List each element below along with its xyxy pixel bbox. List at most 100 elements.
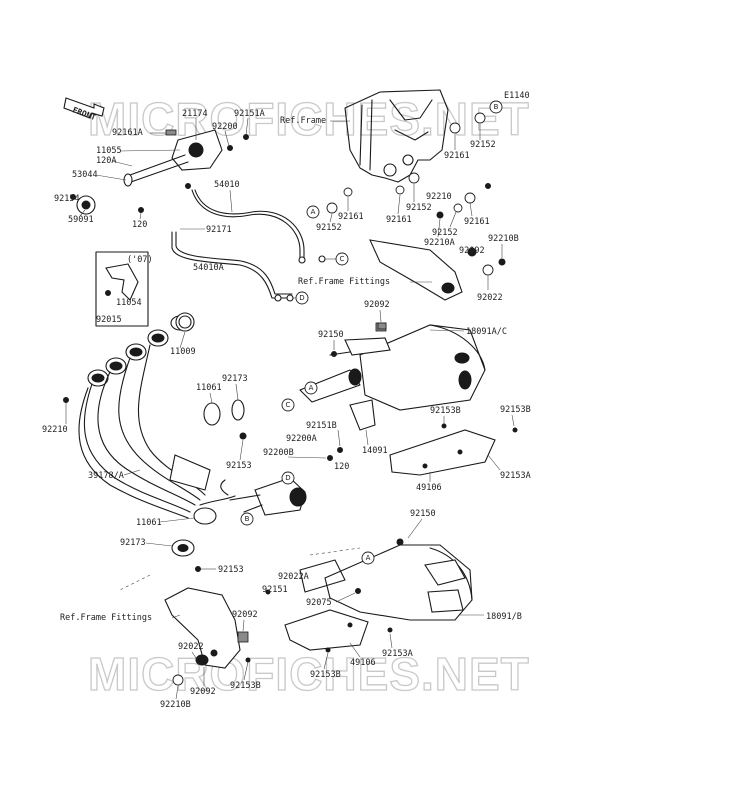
label-120-mid: 120 bbox=[334, 462, 349, 472]
label-11055: 11055 bbox=[96, 146, 122, 156]
frame-section bbox=[344, 89, 449, 183]
label-92153-mid: 92153 bbox=[226, 461, 252, 471]
svg-text:A: A bbox=[309, 384, 314, 392]
label-92210-r: 92210 bbox=[426, 192, 452, 202]
label-92092-b: 92092 bbox=[364, 300, 390, 310]
label-49106-b: 49106 bbox=[350, 658, 376, 668]
callout-b-2: B bbox=[240, 512, 254, 526]
label-92152-b: 92152 bbox=[406, 203, 432, 213]
muffler-lower bbox=[324, 544, 473, 621]
label-92210a: 92210A bbox=[424, 238, 455, 248]
label-14091: 14091 bbox=[362, 446, 388, 456]
mid-joint bbox=[203, 399, 247, 440]
ref-frame-label: Ref.Frame bbox=[280, 116, 326, 126]
bracket-07-box bbox=[95, 251, 149, 327]
label-92151a-top: 92151A bbox=[234, 109, 265, 119]
svg-text:D: D bbox=[285, 474, 290, 482]
svg-text:A: A bbox=[366, 554, 371, 562]
cable-54010 bbox=[191, 189, 301, 259]
label-92015: 92015 bbox=[96, 315, 122, 325]
label-11054: 11054 bbox=[116, 298, 142, 308]
label-54010: 54010 bbox=[214, 180, 240, 190]
bracket-07-note: ('07) bbox=[127, 255, 153, 265]
label-120-left: 120 bbox=[132, 220, 147, 230]
label-92150-b: 92150 bbox=[410, 509, 436, 519]
label-11009: 11009 bbox=[170, 347, 196, 357]
callout-c-1: C bbox=[335, 252, 349, 266]
label-92161-b: 92161 bbox=[386, 215, 412, 225]
label-92161-c: 92161 bbox=[464, 217, 490, 227]
label-92200a: 92200A bbox=[286, 434, 317, 444]
watermark-bottom: MICROFICHES.NET bbox=[88, 648, 530, 700]
callout-b-1: B bbox=[489, 100, 503, 114]
label-92200: 92200 bbox=[212, 122, 238, 132]
exhaust-header-pipes bbox=[78, 315, 236, 557]
label-11061-b: 11061 bbox=[136, 518, 162, 528]
label-92171: 92171 bbox=[206, 225, 232, 235]
part-labels: 21174 92151A 92161A 92200 11055 120A 530… bbox=[42, 109, 531, 710]
label-92153b-c: 92153B bbox=[230, 681, 261, 691]
label-53044: 53044 bbox=[72, 170, 98, 180]
heat-shield-lower bbox=[284, 609, 369, 651]
cable-54010A bbox=[171, 231, 293, 299]
catalyzer-chamber bbox=[229, 477, 307, 516]
label-92173-a: 92173 bbox=[222, 374, 248, 384]
label-92092-a: 92092 bbox=[459, 246, 485, 256]
heat-shield-upper bbox=[389, 429, 496, 476]
fittings-bracket-lower bbox=[164, 587, 241, 669]
label-49106-a: 49106 bbox=[416, 483, 442, 493]
label-92092-d: 92092 bbox=[190, 687, 216, 697]
label-ref-fittings-2: Ref.Frame Fittings bbox=[60, 613, 152, 623]
label-18091ac: 18091A/C bbox=[466, 327, 507, 337]
label-92151b: 92151B bbox=[306, 421, 337, 431]
label-92161-tr: 92161 bbox=[444, 151, 470, 161]
label-92153b-d: 92153B bbox=[310, 670, 341, 680]
label-92152-a: 92152 bbox=[316, 223, 342, 233]
callout-a-3: A bbox=[361, 551, 375, 565]
label-21174: 21174 bbox=[182, 109, 208, 119]
label-18091b: 18091/B bbox=[486, 612, 522, 622]
label-92022-a: 92022 bbox=[477, 293, 503, 303]
label-92150-a: 92150 bbox=[318, 330, 344, 340]
label-92200b: 92200B bbox=[263, 448, 294, 458]
label-39178a: 39178/A bbox=[88, 471, 124, 481]
label-11061-a: 11061 bbox=[196, 383, 222, 393]
label-92210-left: 92210 bbox=[42, 425, 68, 435]
watermark-top: MICROFICHES.NET bbox=[88, 93, 530, 145]
label-ref-fittings-1: Ref.Frame Fittings bbox=[298, 277, 390, 287]
washer-group-top bbox=[326, 112, 491, 219]
hanger-bracket bbox=[349, 399, 376, 431]
svg-text:C: C bbox=[286, 401, 291, 409]
callout-d-2: D bbox=[281, 471, 295, 485]
callout-a-1: A bbox=[306, 205, 320, 219]
label-92151: 92151 bbox=[262, 585, 288, 595]
diagram-id: E1140 bbox=[504, 91, 530, 101]
label-92075: 92075 bbox=[306, 598, 332, 608]
callout-a-2: A bbox=[304, 381, 318, 395]
valve-actuator-assembly bbox=[70, 129, 249, 215]
label-92210b-a: 92210B bbox=[488, 234, 519, 244]
label-92210b-b: 92210B bbox=[160, 700, 191, 710]
label-92152-tr: 92152 bbox=[470, 140, 496, 150]
label-92022a: 92022A bbox=[278, 572, 309, 582]
svg-text:D: D bbox=[299, 294, 304, 302]
svg-text:B: B bbox=[494, 103, 499, 111]
label-92153-low: 92153 bbox=[218, 565, 244, 575]
label-92154: 92154 bbox=[54, 194, 80, 204]
label-92153a-a: 92153A bbox=[500, 471, 531, 481]
label-92092-c: 92092 bbox=[232, 610, 258, 620]
label-92173-b: 92173 bbox=[120, 538, 146, 548]
label-92153a-b: 92153A bbox=[382, 649, 413, 659]
label-92153b-a: 92153B bbox=[430, 406, 461, 416]
label-59091: 59091 bbox=[68, 215, 94, 225]
label-92153b-b: 92153B bbox=[500, 405, 531, 415]
callout-d-1: D bbox=[295, 291, 309, 305]
svg-text:A: A bbox=[311, 208, 316, 216]
fittings-bracket-upper bbox=[369, 239, 463, 301]
label-54010a: 54010A bbox=[193, 263, 224, 273]
label-92152-c: 92152 bbox=[432, 228, 458, 238]
svg-text:B: B bbox=[245, 515, 250, 523]
label-92161a: 92161A bbox=[112, 128, 143, 138]
muffler-upper bbox=[344, 324, 486, 411]
